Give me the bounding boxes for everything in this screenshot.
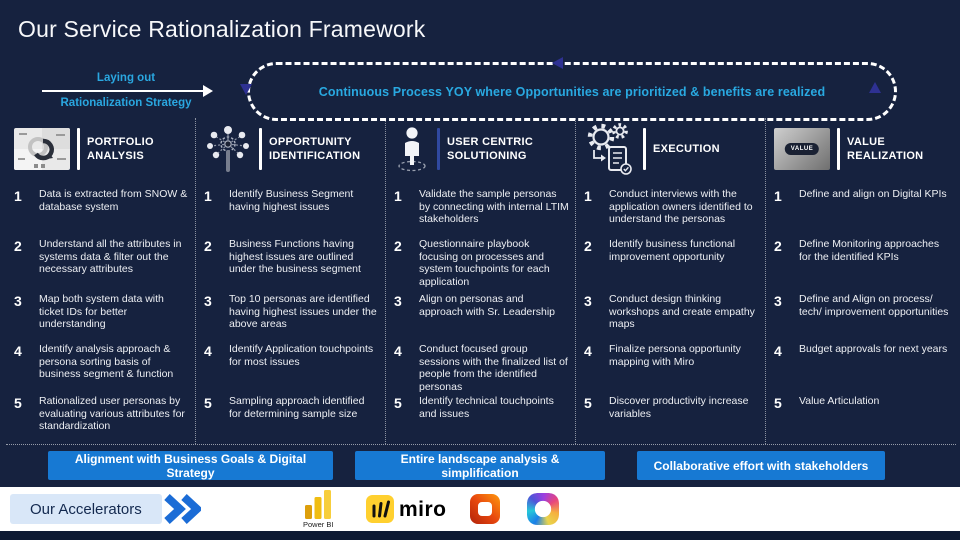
continuous-process-loop: Continuous Process YOY where Opportuniti… bbox=[247, 62, 897, 121]
right-arrow-icon bbox=[42, 85, 213, 97]
copilot-logo bbox=[527, 493, 559, 525]
header-divider bbox=[437, 128, 440, 170]
column-header: EXECUTION bbox=[584, 122, 759, 176]
column-title: OPPORTUNITY IDENTIFICATION bbox=[269, 135, 361, 162]
header-divider bbox=[837, 128, 840, 170]
accelerators-label: Our Accelerators bbox=[10, 494, 162, 524]
double-chevron-icon bbox=[163, 494, 203, 529]
rationalization-strategy-label: Laying out Rationalization Strategy bbox=[40, 72, 213, 109]
value-photo-thumbnail-icon: VALUE bbox=[774, 128, 830, 170]
footer-banner-alignment: Alignment with Business Goals & Digital … bbox=[48, 451, 333, 480]
office-logo bbox=[470, 494, 500, 524]
person-icon bbox=[394, 125, 430, 173]
column-header: VALUE VALUE REALIZATION bbox=[774, 122, 950, 176]
column-header: USER CENTRIC SOLUTIONING bbox=[394, 122, 569, 176]
column-title: EXECUTION bbox=[653, 142, 720, 155]
footer-banner-collaborative: Collaborative effort with stakeholders bbox=[637, 451, 885, 480]
header-divider bbox=[643, 128, 646, 170]
powerbi-logo: Power BI bbox=[303, 490, 333, 529]
footer-banner-landscape: Entire landscape analysis & simplificati… bbox=[355, 451, 605, 480]
bottom-strip bbox=[0, 531, 960, 540]
column-title: VALUE REALIZATION bbox=[847, 135, 924, 162]
column-title: USER CENTRIC SOLUTIONING bbox=[447, 135, 534, 162]
miro-wordmark: miro bbox=[399, 497, 447, 521]
column-title: PORTFOLIO ANALYSIS bbox=[87, 135, 154, 162]
value-badge: VALUE bbox=[784, 143, 820, 155]
strategy-line2: Rationalization Strategy bbox=[60, 97, 192, 109]
strategy-line1: Laying out bbox=[96, 72, 156, 84]
loop-arrow-down-icon bbox=[240, 84, 252, 95]
powerbi-caption: Power BI bbox=[303, 520, 334, 529]
accelerators-bar: Our Accelerators Power BI bbox=[0, 487, 960, 531]
header-divider bbox=[77, 128, 80, 170]
gears-document-icon bbox=[584, 123, 636, 175]
loop-arrow-up-icon bbox=[869, 82, 881, 93]
header-divider bbox=[259, 128, 262, 170]
miro-logo: miro bbox=[366, 495, 447, 523]
page-title: Our Service Rationalization Framework bbox=[18, 16, 426, 42]
network-hub-icon bbox=[204, 124, 252, 174]
loop-banner-text: Continuous Process YOY where Opportuniti… bbox=[318, 84, 826, 99]
column-header: OPPORTUNITY IDENTIFICATION bbox=[204, 122, 379, 176]
portfolio-analysis-thumbnail-icon bbox=[14, 128, 70, 170]
loop-arrow-left-icon bbox=[552, 57, 563, 69]
column-header: PORTFOLIO ANALYSIS bbox=[14, 122, 189, 176]
